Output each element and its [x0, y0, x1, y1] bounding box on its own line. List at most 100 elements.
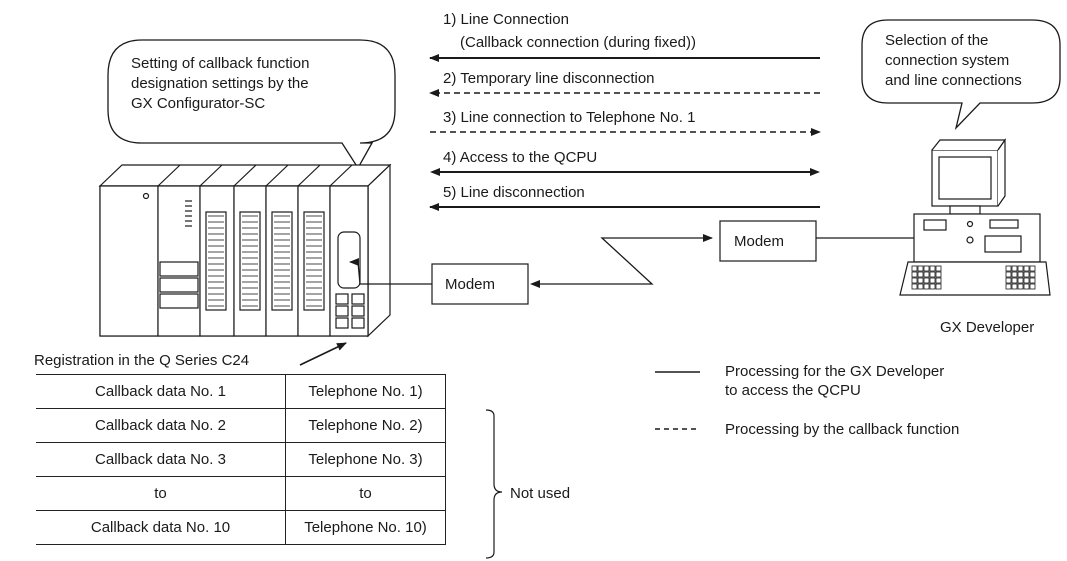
keyboard-key: [911, 265, 918, 272]
keyboard-key: [1005, 265, 1012, 272]
table-cell: to: [36, 476, 286, 511]
keyboard-key: [1017, 283, 1024, 290]
right-bubble-text: Selection of the connection system and l…: [885, 31, 1022, 91]
keyboard-key: [935, 271, 942, 278]
table-row: Callback data No. 2 Telephone No. 2): [36, 408, 446, 443]
step-1-sublabel: (Callback connection (during fixed)): [460, 34, 696, 51]
step-2-number: 2): [443, 70, 457, 87]
not-used-label: Not used: [510, 485, 571, 502]
not-used-brace: [485, 409, 503, 559]
keyboard-key: [929, 277, 936, 284]
keyboard-key: [929, 271, 936, 278]
step-4-number: 4): [443, 149, 457, 166]
registration-pointer: [299, 342, 347, 366]
table-row: Callback data No. 1 Telephone No. 1): [36, 374, 446, 409]
keyboard-key: [923, 277, 930, 284]
step-4-arrowhead-right: [810, 168, 820, 176]
keyboard-key: [917, 283, 924, 290]
step-4-label: 4) Access to the QCPU: [443, 148, 597, 167]
keyboard-key: [1005, 277, 1012, 284]
step-5-label: 5) Line disconnection: [443, 183, 585, 202]
step-4-text: Access to the QCPU: [459, 149, 598, 166]
keyboard-key: [911, 283, 918, 290]
left-bubble-line: designation settings by the: [131, 75, 309, 92]
keyboard-key: [1011, 277, 1018, 284]
right-speech-bubble: [861, 19, 1061, 131]
step-3-number: 3): [443, 109, 457, 126]
keyboard-key: [929, 283, 936, 290]
left-speech-bubble: [107, 39, 396, 170]
keyboard-key: [935, 277, 942, 284]
keyboard-key: [1023, 277, 1030, 284]
keyboard-key: [1011, 265, 1018, 272]
table-cell: to: [285, 476, 446, 511]
step-3-text: Line connection to Telephone No. 1: [460, 109, 696, 126]
telephone-line-start: [530, 280, 540, 288]
table-cell: Telephone No. 2): [285, 408, 446, 443]
modem-left-box: [431, 263, 529, 305]
table-cell: Telephone No. 10): [285, 510, 446, 545]
keyboard-keys: [911, 265, 1036, 290]
keyboard-key: [923, 283, 930, 290]
io-terminal-hatching: [208, 215, 322, 307]
table-row: to to: [36, 476, 446, 511]
legend-solid-line-2: to access the QCPU: [725, 382, 861, 399]
keyboard-key: [911, 277, 918, 284]
table-cell: Callback data No. 2: [36, 408, 286, 443]
right-bubble-line: Selection of the: [885, 32, 989, 49]
keyboard-key: [1029, 271, 1036, 278]
step-2-label: 2) Temporary line disconnection: [443, 69, 655, 88]
left-bubble-line: Setting of callback function: [131, 55, 310, 72]
table-row: Callback data No. 10 Telephone No. 10): [36, 510, 446, 545]
step-5-text: Line disconnection: [460, 184, 585, 201]
modem-right-label: Modem: [734, 233, 785, 250]
step-1-number: 1): [443, 11, 457, 28]
pc-label: GX Developer: [940, 319, 1035, 336]
step-3-label: 3) Line connection to Telephone No. 1: [443, 108, 695, 127]
step-1-label: 1) Line Connection: [443, 10, 569, 29]
keyboard-key: [1023, 271, 1030, 278]
keyboard-key: [917, 271, 924, 278]
modem-left-label: Modem: [445, 276, 496, 293]
table-cell: Callback data No. 3: [36, 442, 286, 477]
table-cell: Telephone No. 3): [285, 442, 446, 477]
keyboard-key: [923, 265, 930, 272]
keyboard-key: [1029, 265, 1036, 272]
left-bubble-line: GX Configurator-SC: [131, 95, 266, 112]
keyboard-key: [1005, 283, 1012, 290]
table-row: Callback data No. 3 Telephone No. 3): [36, 442, 446, 477]
keyboard-key: [917, 265, 924, 272]
modem-right-box: [719, 220, 817, 262]
keyboard-key: [1011, 271, 1018, 278]
step-1-text: Line Connection: [460, 11, 569, 28]
legend-solid-label: Processing for the GX Developer to acces…: [725, 362, 944, 400]
keyboard-key: [929, 265, 936, 272]
callback-registration-table: Callback data No. 1 Telephone No. 1) Cal…: [36, 374, 446, 545]
keyboard-key: [1017, 265, 1024, 272]
registration-label: Registration in the Q Series C24: [34, 352, 250, 369]
keyboard-key: [935, 265, 942, 272]
step-5-number: 5): [443, 184, 457, 201]
step-4-arrowhead-left: [430, 168, 440, 176]
keyboard-key: [1029, 277, 1036, 284]
table-cell: Callback data No. 10: [36, 510, 286, 545]
keyboard-key: [1017, 277, 1024, 284]
keyboard-key: [911, 271, 918, 278]
legend-solid-line-1: Processing for the GX Developer: [725, 363, 945, 380]
legend-dashed-label: Processing by the callback function: [725, 421, 960, 438]
keyboard-key: [923, 271, 930, 278]
q-series-plc-rack: [98, 163, 392, 338]
table-cell: Telephone No. 1): [285, 374, 446, 409]
keyboard-key: [1005, 271, 1012, 278]
keyboard-key: [1011, 283, 1018, 290]
table-cell: Callback data No. 1: [36, 374, 286, 409]
step-2-text: Temporary line disconnection: [460, 70, 655, 87]
right-bubble-line: connection system: [885, 52, 1010, 69]
plc-modem-cable: [349, 258, 432, 285]
left-bubble-text: Setting of callback function designation…: [131, 54, 309, 114]
telephone-line: [540, 234, 713, 285]
keyboard-key: [1029, 283, 1036, 290]
keyboard-key: [917, 277, 924, 284]
keyboard-key: [1023, 265, 1030, 272]
